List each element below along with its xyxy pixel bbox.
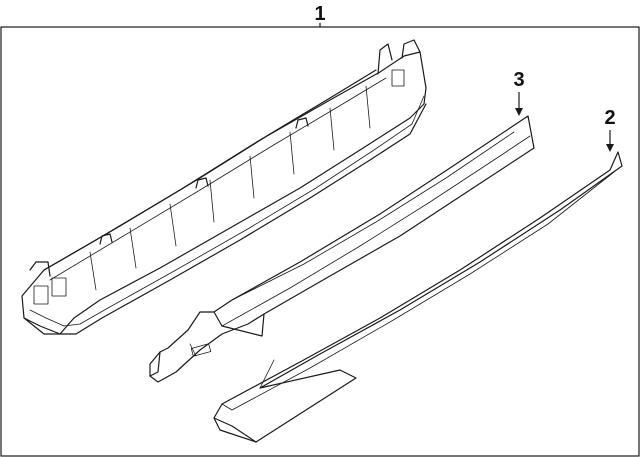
part-3-scuff-plate [149,115,535,383]
callout-2-label: 2 [604,107,615,129]
part-1-sill-bracket [21,39,427,335]
callout-1-label: 1 [314,3,325,25]
callout-3-arrowhead [515,108,523,116]
callout-2: 2 [604,107,616,152]
callout-3-label: 3 [513,69,524,91]
callout-2-arrowhead [606,144,614,152]
callout-3: 3 [513,69,525,116]
callout-1: 1 [314,3,326,27]
part-2-rocker-molding [213,151,623,443]
